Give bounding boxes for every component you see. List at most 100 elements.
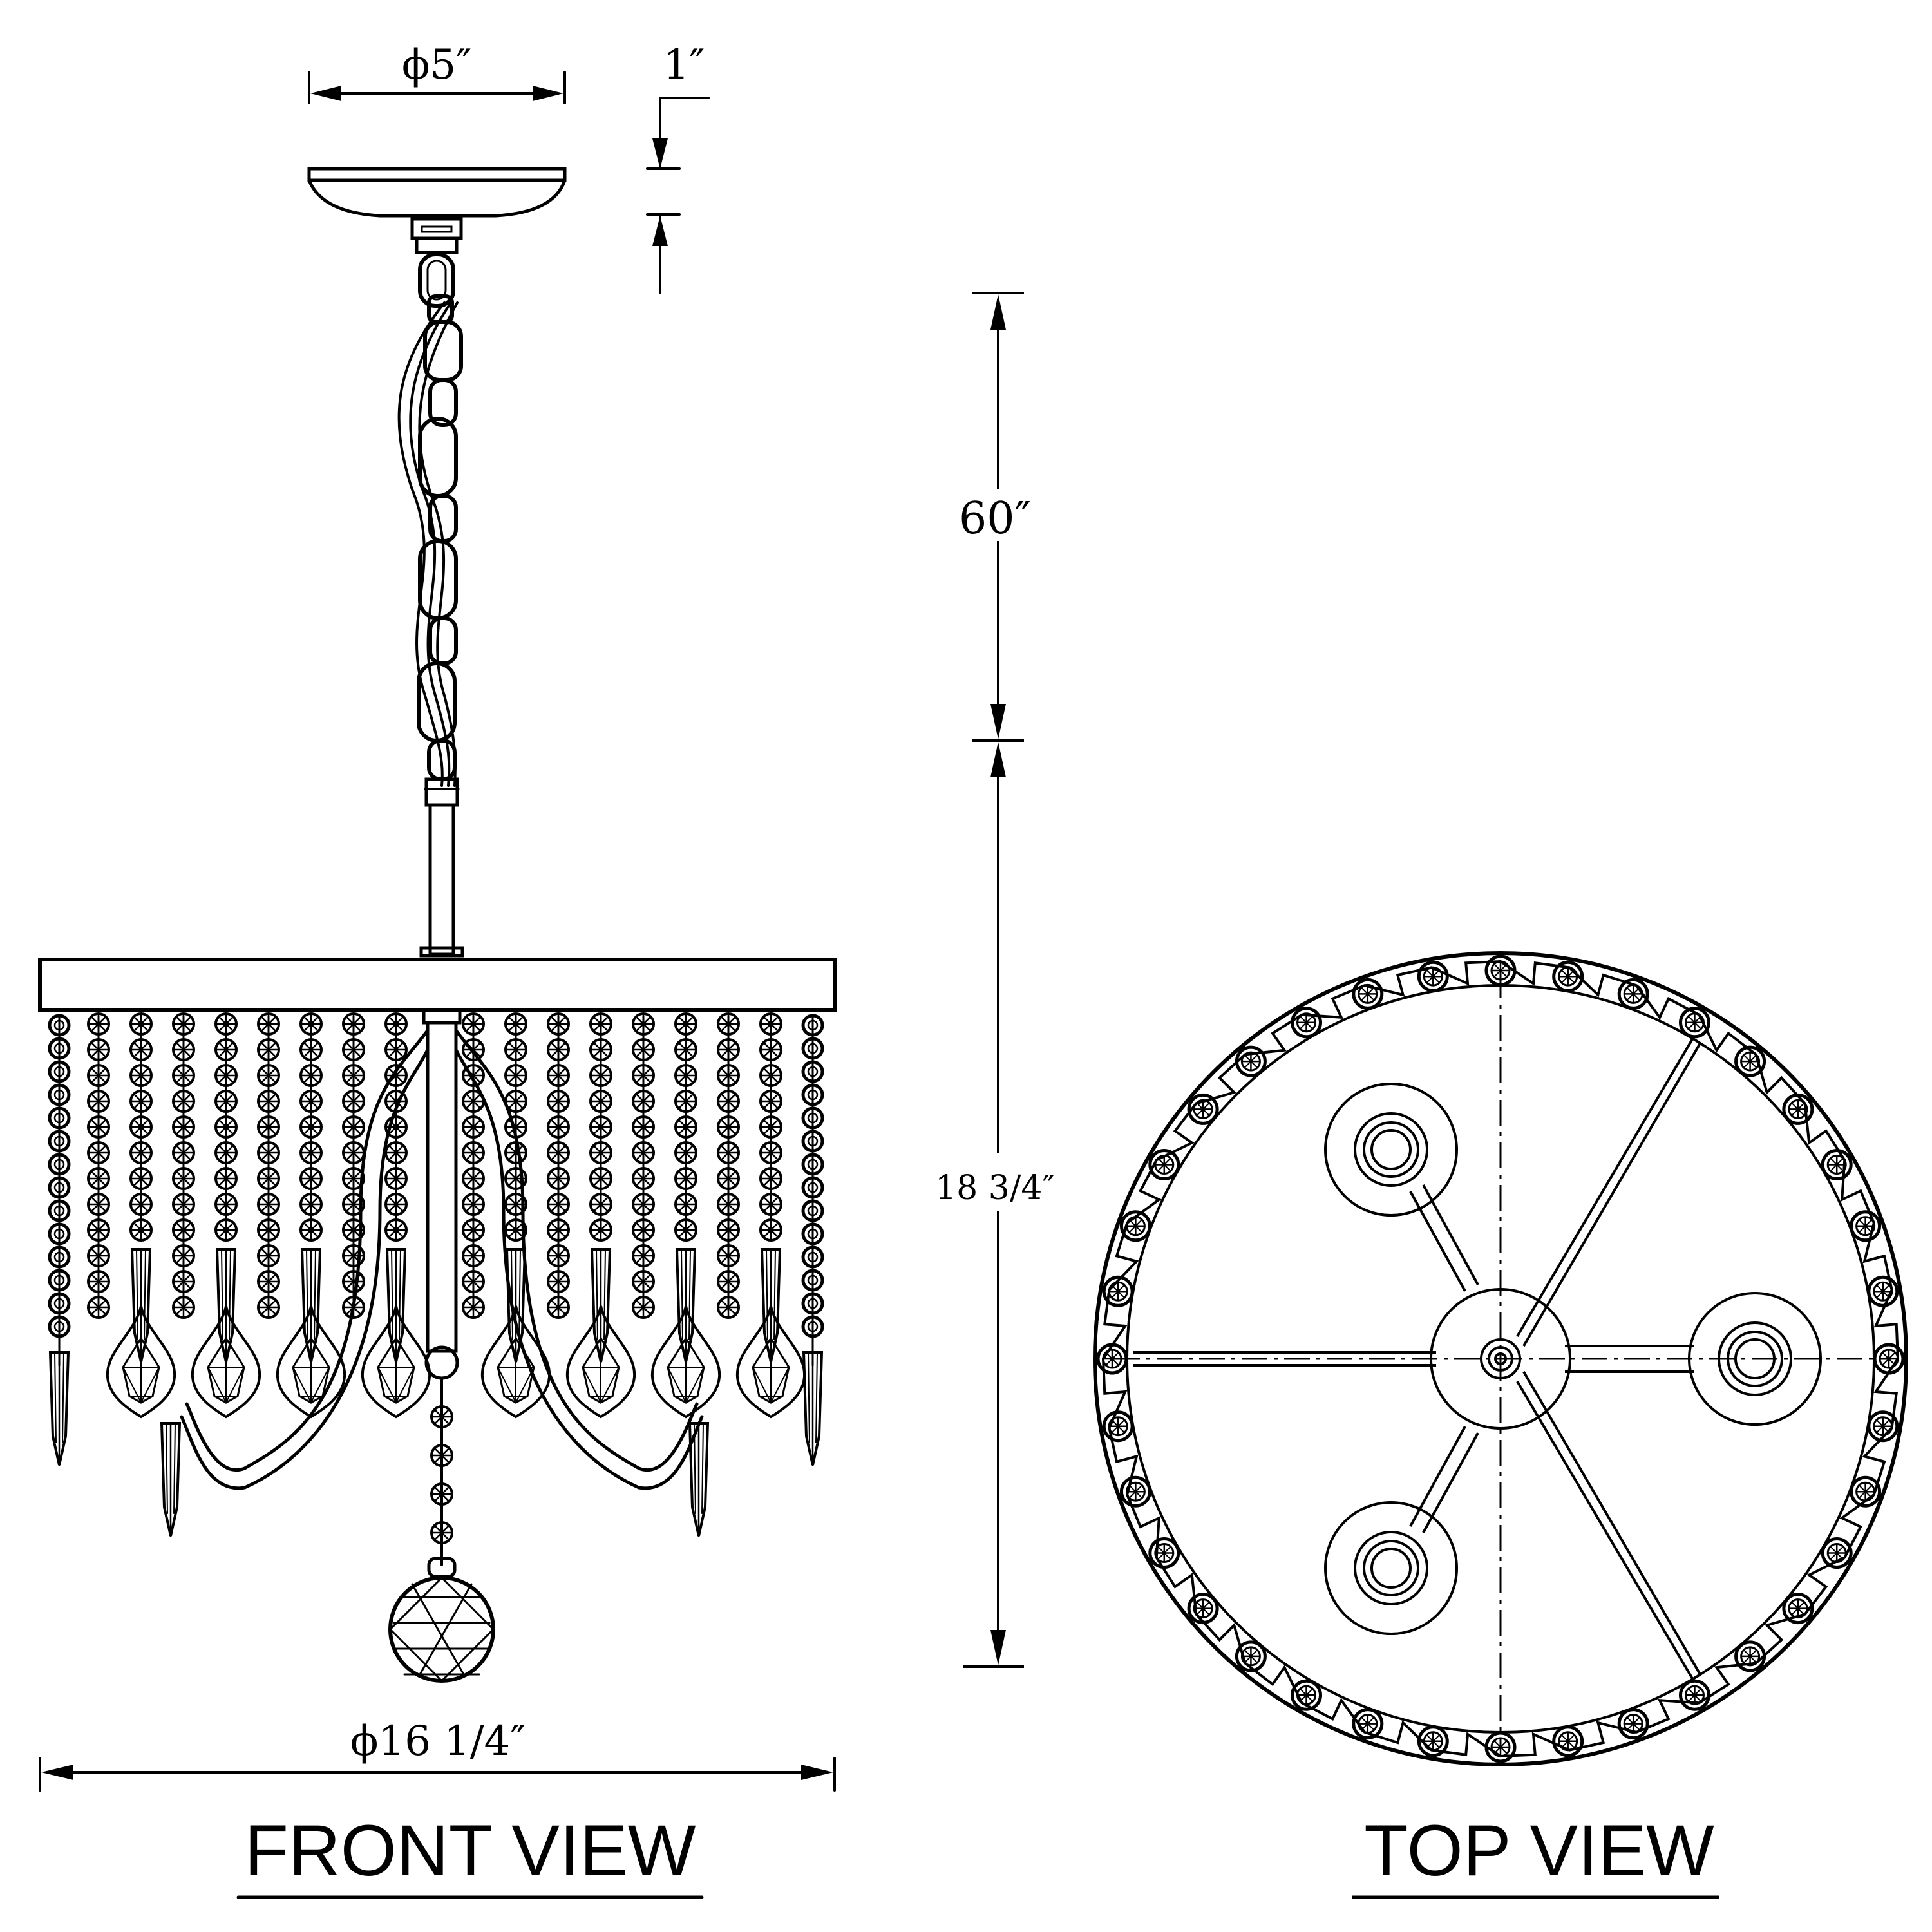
crystal-bead (129, 1115, 153, 1139)
crystal-bead (299, 1090, 323, 1113)
crystal-bead (547, 1090, 570, 1113)
canopy-diameter-label: ϕ5″ (402, 41, 471, 89)
crystal-bead (214, 1038, 238, 1061)
crystal-bead (632, 1012, 655, 1036)
crystal-bead (214, 1064, 238, 1087)
crystal-bead (632, 1270, 655, 1293)
crystal-bead (632, 1167, 655, 1190)
crystal-bead (129, 1218, 153, 1242)
crystal-bead (87, 1064, 110, 1087)
crystal-bead (717, 1218, 740, 1242)
crystal-bead (589, 1115, 612, 1139)
crystal-bead (87, 1218, 110, 1242)
crystal-bead (214, 1115, 238, 1139)
crystal-bead (172, 1244, 195, 1267)
crystal-bead (462, 1193, 485, 1216)
crystal-ring-frame (38, 958, 837, 1012)
crystal-bead (129, 1167, 153, 1190)
fixture-height-label: 18 3/4″ (935, 1169, 1055, 1208)
rim-bead (1784, 1595, 1812, 1623)
crystal-bead (674, 1167, 697, 1190)
crystal-bead (172, 1193, 195, 1216)
center-hub (1430, 1288, 1571, 1430)
rim-bead (1236, 1047, 1265, 1075)
crystal-bead (547, 1244, 570, 1267)
canopy-diameter-dimension (308, 71, 566, 104)
rim-bead (1681, 1009, 1709, 1037)
crystal-bead (172, 1167, 195, 1190)
center-lines (1114, 972, 1887, 1745)
crystal-bead (257, 1244, 280, 1267)
crystal-bead (172, 1038, 195, 1061)
crystal-bead (547, 1115, 570, 1139)
crystal-bead (214, 1090, 238, 1113)
front-view-title: FRONT VIEW (244, 1810, 696, 1891)
crystal-bead (589, 1193, 612, 1216)
crystal-bead (87, 1038, 110, 1061)
crystal-bead (759, 1038, 782, 1061)
fixture-diameter-label: ϕ16 1/4″ (350, 1718, 526, 1765)
crystal-bead (129, 1038, 153, 1061)
rim-bead (1869, 1277, 1897, 1305)
crystal-bead (589, 1064, 612, 1087)
crystal-bead (632, 1193, 655, 1216)
crystal-bead (462, 1064, 485, 1087)
crystal-bead (462, 1141, 485, 1164)
crystal-bead (129, 1012, 153, 1036)
crystal-bead (504, 1193, 527, 1216)
rim-bead (1852, 1477, 1880, 1506)
rim-bead (1189, 1595, 1217, 1623)
crystal-bead (759, 1090, 782, 1113)
frame-spokes (1133, 1036, 1701, 1682)
rim-bead (1354, 1710, 1382, 1738)
crystal-bead (257, 1193, 280, 1216)
crystal-bead (342, 1218, 365, 1242)
canopy-height-label: 1″ (663, 41, 705, 89)
crystal-bead (172, 1064, 195, 1087)
crystal-bead (342, 1038, 365, 1061)
crystal-bead (342, 1244, 365, 1267)
crystal-bead (717, 1244, 740, 1267)
crystal-bead (547, 1167, 570, 1190)
crystal-bead (342, 1090, 365, 1113)
icicle-crystal (301, 1248, 321, 1363)
crystal-bead (717, 1064, 740, 1087)
crystal-bead (632, 1244, 655, 1267)
crystal-bead (674, 1193, 697, 1216)
crystal-bead (462, 1038, 485, 1061)
crystal-bead (172, 1270, 195, 1293)
fixture-diameter-dimension (39, 1757, 836, 1792)
crystal-bead (299, 1193, 323, 1216)
crystal-bead (547, 1064, 570, 1087)
rim-bead (1852, 1212, 1880, 1240)
crystal-bead (257, 1218, 280, 1242)
crystal-bead (87, 1296, 110, 1319)
chain-length-label: 60″ (959, 493, 1031, 544)
crystal-bead (504, 1012, 527, 1036)
crystal-bead (547, 1193, 570, 1216)
crystal-bead (299, 1141, 323, 1164)
crystal-bead (547, 1270, 570, 1293)
rim-bead (1293, 1009, 1321, 1037)
crystal-bead (87, 1141, 110, 1164)
rim-bead (1104, 1412, 1132, 1441)
crystal-bead (674, 1038, 697, 1061)
rim-bead (1419, 962, 1447, 990)
crystal-bead (87, 1115, 110, 1139)
rim-bead (1784, 1095, 1812, 1123)
crystal-bead (674, 1141, 697, 1164)
crystal-bead (299, 1064, 323, 1087)
crystal-rim (1098, 956, 1903, 1761)
crystal-bead (384, 1218, 408, 1242)
crystal-bead (717, 1193, 740, 1216)
crystal-bead (462, 1090, 485, 1113)
crystal-bead (214, 1141, 238, 1164)
crystal-bead (717, 1296, 740, 1319)
crystal-bead (257, 1270, 280, 1293)
ball-crystal (388, 1377, 495, 1683)
crystal-bead (129, 1064, 153, 1087)
crystal-bead (172, 1296, 195, 1319)
rim-bead (1554, 962, 1582, 990)
crystal-bead (342, 1012, 365, 1036)
